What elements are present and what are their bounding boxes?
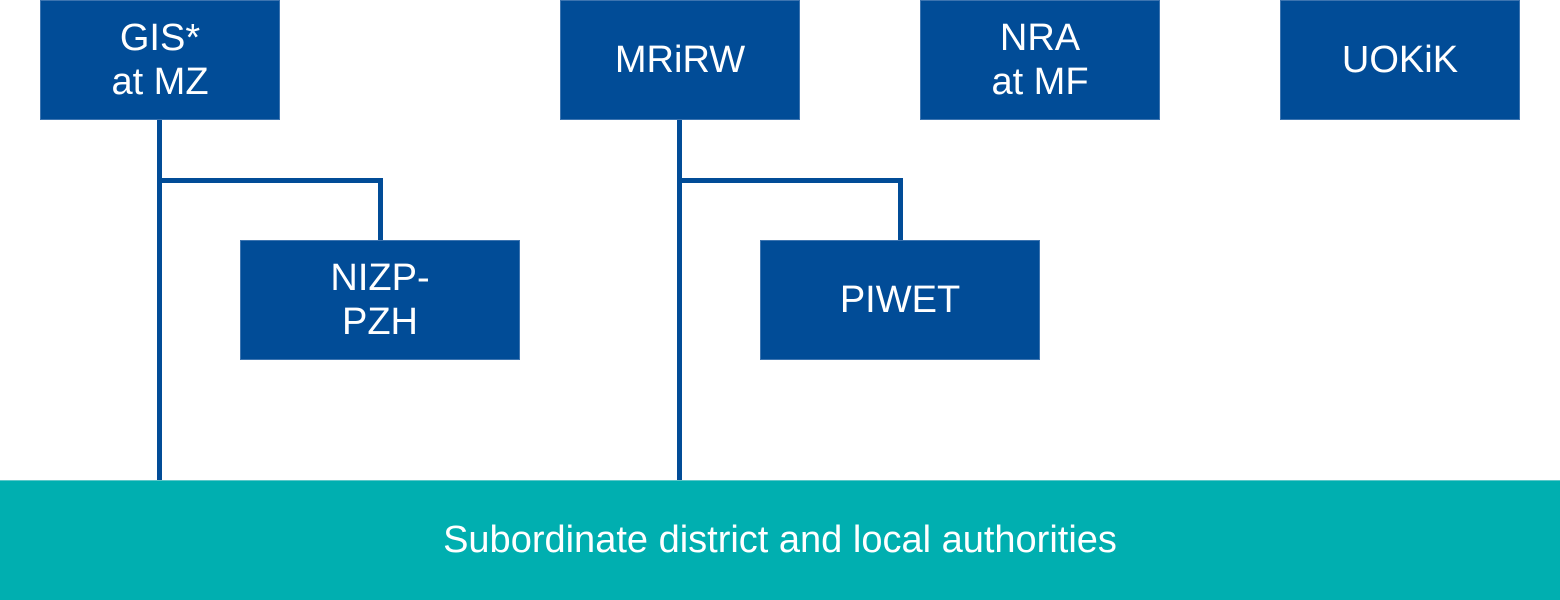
node-uokik: UOKiK — [1280, 0, 1520, 120]
connector-mrirw-to-base — [677, 120, 682, 480]
node-label: NIZP- PZH — [330, 257, 430, 343]
node-nra-at-mf: NRA at MF — [920, 0, 1160, 120]
node-gis-at-mz: GIS* at MZ — [40, 0, 280, 120]
connector-gis-to-base — [157, 120, 162, 480]
base-bar-label: Subordinate district and local authoriti… — [443, 519, 1117, 561]
node-piwet: PIWET — [760, 240, 1040, 360]
connector-gis-to-nizp-vertical — [378, 178, 383, 240]
node-label: GIS* at MZ — [111, 17, 209, 103]
node-nizp-pzh: NIZP- PZH — [240, 240, 520, 360]
connector-mrirw-to-piwet-horizontal — [677, 178, 903, 183]
connector-gis-to-nizp-horizontal — [157, 178, 383, 183]
base-bar-subordinate-authorities: Subordinate district and local authoriti… — [0, 480, 1560, 600]
node-mrirw: MRiRW — [560, 0, 800, 120]
node-label: NRA at MF — [991, 17, 1089, 103]
node-label: PIWET — [839, 279, 961, 321]
node-label: UOKiK — [1341, 39, 1459, 81]
connector-mrirw-to-piwet-vertical — [898, 178, 903, 240]
node-label: MRiRW — [614, 39, 746, 81]
